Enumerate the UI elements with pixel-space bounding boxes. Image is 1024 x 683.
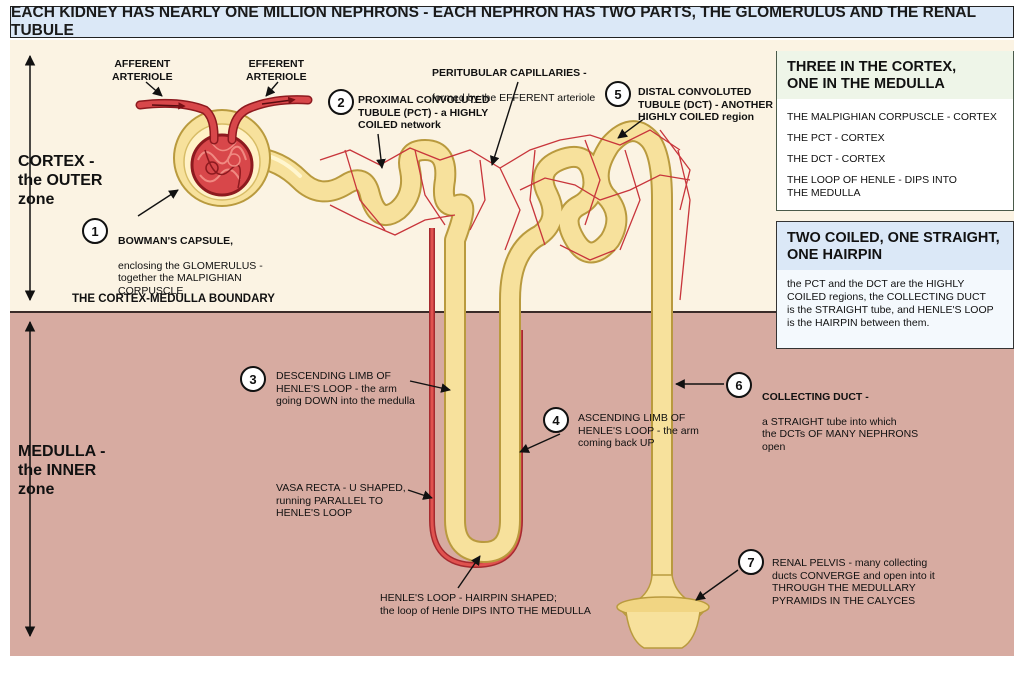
info-box-1-item-1: THE MALPIGHIAN CORPUSCLE - CORTEX <box>787 111 997 123</box>
info-box-1-item-4: THE LOOP OF HENLE - DIPS INTO THE MEDULL… <box>787 174 957 199</box>
efferent-label: EFFERENT ARTERIOLE <box>246 58 307 83</box>
leader-bowman <box>137 189 179 217</box>
info-box-coiled-straight: TWO COILED, ONE STRAIGHT, ONE HAIRPIN th… <box>776 221 1014 349</box>
leader-peritubular <box>489 81 519 166</box>
info-box-1-item-2: THE PCT - CORTEX <box>787 132 885 144</box>
marker-2: 2 <box>328 89 354 115</box>
bowmans-capsule <box>173 109 271 207</box>
vasa-recta-label: VASA RECTA - U SHAPED, running PARALLEL … <box>276 482 406 519</box>
afferent-label: AFFERENT ARTERIOLE <box>112 58 173 83</box>
leader-pct <box>376 133 386 169</box>
info-box-cortex-medulla: THREE IN THE CORTEX, ONE IN THE MEDULLA … <box>776 51 1014 211</box>
pct-label: PROXIMAL CONVOLUTED TUBULE (PCT) - a HIG… <box>358 94 490 131</box>
info-box-2-text: the PCT and the DCT are the HIGHLY COILE… <box>787 278 994 329</box>
leader-henle <box>457 555 481 589</box>
leader-pelvis <box>695 569 739 601</box>
leader-afferent <box>145 81 163 97</box>
peritubular-label-title: PERITUBULAR CAPILLARIES - <box>432 66 587 79</box>
peritubular-label: PERITUBULAR CAPILLARIES - formed by the … <box>432 54 595 104</box>
dct-label: DISTAL CONVOLUTED TUBULE (DCT) - ANOTHER… <box>638 86 773 123</box>
renal-pelvis-label: RENAL PELVIS - many collecting ducts CON… <box>772 557 935 607</box>
cortex-zone-label: CORTEX - the OUTER zone <box>18 153 103 208</box>
marker-3: 3 <box>240 366 266 392</box>
henle-loop-label: HENLE'S LOOP - HAIRPIN SHAPED; the loop … <box>380 592 591 617</box>
info-box-2-title: TWO COILED, ONE STRAIGHT, ONE HAIRPIN <box>777 222 1013 270</box>
boundary-label: THE CORTEX-MEDULLA BOUNDARY <box>72 293 275 305</box>
leader-vasa <box>407 489 433 500</box>
marker-7: 7 <box>738 549 764 575</box>
renal-pelvis-funnel <box>616 574 710 649</box>
leader-asc <box>519 433 561 453</box>
marker-4: 4 <box>543 407 569 433</box>
marker-5: 5 <box>605 81 631 107</box>
leader-desc <box>409 380 451 393</box>
bowman-label-title: BOWMAN'S CAPSULE, <box>118 234 234 247</box>
marker-1: 1 <box>82 218 108 244</box>
info-box-1-item-3: THE DCT - CORTEX <box>787 153 886 165</box>
medulla-zone-label: MEDULLA - the INNER zone <box>18 443 106 498</box>
glomerulus <box>190 133 254 197</box>
info-box-1-title: THREE IN THE CORTEX, ONE IN THE MEDULLA <box>777 51 1013 99</box>
ascending-limb-label: ASCENDING LIMB OF HENLE'S LOOP - the arm… <box>578 412 699 449</box>
descending-limb-label: DESCENDING LIMB OF HENLE'S LOOP - the ar… <box>276 370 415 407</box>
bowman-label: BOWMAN'S CAPSULE, enclosing the GLOMERUL… <box>118 222 263 297</box>
leader-dct <box>617 117 646 139</box>
page-title: EACH KIDNEY HAS NEARLY ONE MILLION NEPHR… <box>10 4 1014 39</box>
collecting-label-title: COLLECTING DUCT - <box>762 390 869 403</box>
marker-6: 6 <box>726 372 752 398</box>
peritubular-label-text: formed by the EFFERENT arteriole <box>432 91 596 104</box>
collecting-duct-label: COLLECTING DUCT - a STRAIGHT tube into w… <box>762 378 918 453</box>
collecting-label-text: a STRAIGHT tube into which the DCTs OF M… <box>762 415 919 453</box>
leader-efferent <box>265 81 279 97</box>
bowman-label-text: enclosing the GLOMERULUS - together the … <box>118 259 263 297</box>
